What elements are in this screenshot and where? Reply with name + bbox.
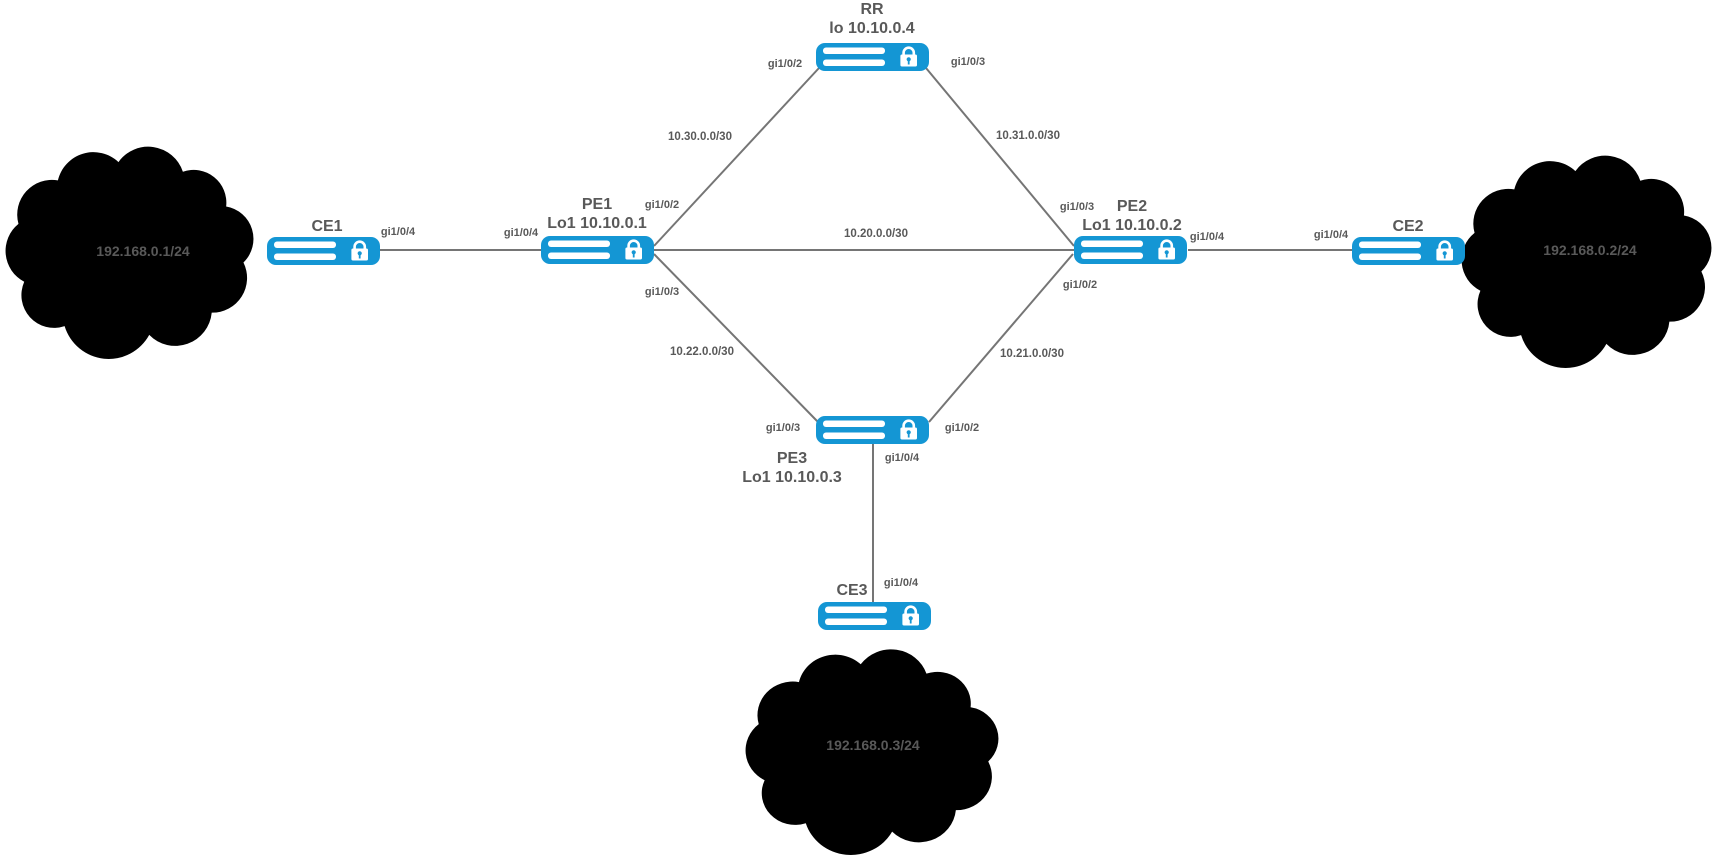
iface-ce1-gi104: gi1/0/4 bbox=[380, 226, 416, 238]
iface-pe2-gi102: gi1/0/2 bbox=[1062, 279, 1098, 291]
subnet-pe1-pe2: 10.20.0.0/30 bbox=[844, 228, 908, 240]
iface-pe3-gi102: gi1/0/2 bbox=[944, 422, 980, 434]
pe2-loopback: Lo1 10.10.0.2 bbox=[1082, 217, 1182, 234]
pe1-name: PE1 bbox=[581, 196, 613, 213]
cloud-icon bbox=[1462, 156, 1712, 368]
pe2-label-block: PE2 Lo1 10.10.0.2 bbox=[1082, 197, 1182, 235]
iface-pe1-gi104: gi1/0/4 bbox=[503, 227, 539, 239]
router-node-pe2[interactable] bbox=[1074, 236, 1187, 264]
iface-ce3-gi104: gi1/0/4 bbox=[883, 577, 919, 589]
router-node-ce1[interactable] bbox=[267, 237, 380, 265]
pe3-label-block: PE3 Lo1 10.10.0.3 bbox=[742, 449, 842, 487]
router-icon bbox=[816, 43, 929, 71]
link-pe1-rr bbox=[653, 67, 820, 247]
router-node-pe3[interactable] bbox=[816, 416, 929, 444]
subnet-pe2-pe3: 10.21.0.0/30 bbox=[1000, 348, 1064, 360]
iface-ce2-gi104: gi1/0/4 bbox=[1313, 229, 1349, 241]
subnet-rr-pe2: 10.31.0.0/30 bbox=[996, 130, 1060, 142]
iface-pe3-gi104: gi1/0/4 bbox=[884, 452, 920, 464]
pe2-name: PE2 bbox=[1116, 198, 1148, 215]
iface-pe3-gi103: gi1/0/3 bbox=[765, 422, 801, 434]
ce1-name: CE1 bbox=[311, 218, 343, 235]
pe3-loopback: Lo1 10.10.0.3 bbox=[742, 469, 842, 486]
subnet-pe1-pe3: 10.22.0.0/30 bbox=[670, 346, 734, 358]
rr-label-block: RR lo 10.10.0.4 bbox=[829, 0, 914, 38]
router-icon bbox=[267, 237, 380, 265]
router-icon bbox=[818, 602, 931, 630]
router-node-ce3[interactable] bbox=[818, 602, 931, 630]
ce2-name: CE2 bbox=[1392, 218, 1424, 235]
router-icon bbox=[816, 416, 929, 444]
cloud-site2-label: 192.168.0.2/24 bbox=[1543, 242, 1637, 258]
cloud-site1-label: 192.168.0.1/24 bbox=[96, 243, 190, 259]
iface-pe1-gi102: gi1/0/2 bbox=[644, 199, 680, 211]
iface-pe2-gi103: gi1/0/3 bbox=[1059, 201, 1095, 213]
router-icon bbox=[1074, 236, 1187, 264]
link-pe1-pe3 bbox=[653, 253, 819, 423]
cloud-site3-label: 192.168.0.3/24 bbox=[826, 737, 920, 753]
router-node-ce2[interactable] bbox=[1352, 237, 1465, 265]
link-pe2-pe3 bbox=[928, 253, 1074, 423]
router-node-pe1[interactable] bbox=[541, 236, 654, 264]
iface-rr-gi103: gi1/0/3 bbox=[950, 56, 986, 68]
link-rr-pe2 bbox=[925, 67, 1075, 247]
rr-name: RR bbox=[860, 1, 884, 18]
pe1-label-block: PE1 Lo1 10.10.0.1 bbox=[547, 195, 647, 233]
router-icon bbox=[1352, 237, 1465, 265]
iface-pe2-gi104: gi1/0/4 bbox=[1189, 231, 1225, 243]
iface-pe1-gi103: gi1/0/3 bbox=[644, 286, 680, 298]
pe1-loopback: Lo1 10.10.0.1 bbox=[547, 215, 647, 232]
subnet-pe1-rr: 10.30.0.0/30 bbox=[668, 131, 732, 143]
pe3-name: PE3 bbox=[776, 450, 808, 467]
rr-loopback: lo 10.10.0.4 bbox=[829, 20, 915, 37]
router-icon bbox=[541, 236, 654, 264]
ce3-name: CE3 bbox=[836, 582, 868, 599]
iface-rr-gi102: gi1/0/2 bbox=[767, 58, 803, 70]
router-node-rr[interactable] bbox=[816, 43, 929, 71]
